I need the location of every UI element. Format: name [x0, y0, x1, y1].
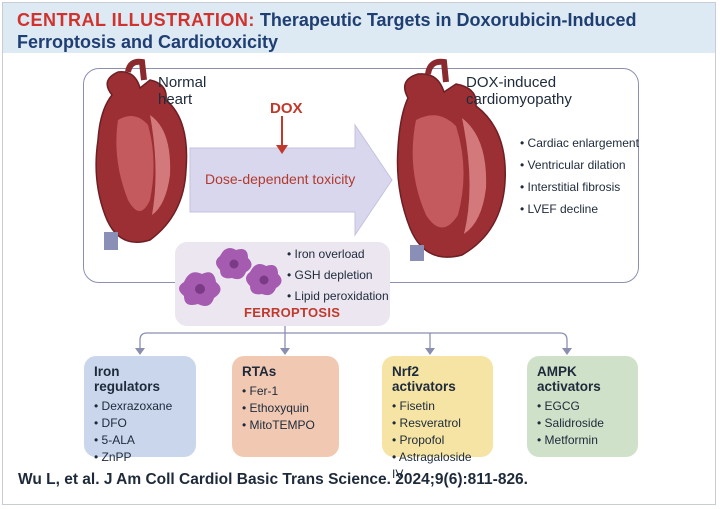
target-list: Dexrazoxane DFO 5-ALA ZnPP: [94, 398, 186, 466]
figure-header: CENTRAL ILLUSTRATION: Therapeutic Target…: [3, 3, 715, 53]
figure-title-line2: Ferroptosis and Cardiotoxicity: [17, 32, 279, 52]
target-item: Dexrazoxane: [94, 398, 186, 415]
dose-arrow-label: Dose-dependent toxicity: [205, 171, 356, 187]
target-item: ZnPP: [94, 449, 186, 466]
target-list: EGCG Salidroside Metformin: [537, 398, 628, 449]
dox-label-line1: DOX-induced: [466, 74, 557, 91]
target-item: Ethoxyquin: [242, 400, 329, 417]
normal-label-line2: heart: [158, 91, 193, 108]
target-item: Astragaloside IV: [392, 449, 483, 483]
target-item: Salidroside: [537, 415, 628, 432]
target-title: Nrf2 activators: [392, 364, 456, 394]
ferroptosis-features: Iron overload GSH depletion Lipid peroxi…: [287, 244, 389, 307]
figure-frame: [2, 2, 716, 505]
target-item: Propofol: [392, 432, 483, 449]
target-item: MitoTEMPO: [242, 417, 329, 434]
branch-connectors: [139, 326, 568, 350]
ferroptosis-label: FERROPTOSIS: [244, 305, 341, 320]
target-box-iron-regulators: Iron regulators Dexrazoxane DFO 5-ALA Zn…: [84, 356, 196, 464]
dox-cardiomyopathy-label: DOX-induced cardiomyopathy: [466, 74, 572, 108]
ferroptosis-item: Lipid peroxidation: [287, 286, 389, 307]
ferroptosis-item: GSH depletion: [287, 265, 389, 286]
target-title: AMPK activators: [537, 364, 601, 394]
title-text-1: Therapeutic Targets in Doxorubicin-Induc…: [259, 10, 637, 30]
dox-heart-icon: [396, 58, 506, 261]
target-title: RTAs: [242, 364, 277, 379]
target-list: Fisetin Resveratrol Propofol Astragalosi…: [392, 398, 483, 483]
target-box-nrf2-activators: Nrf2 activators Fisetin Resveratrol Prop…: [382, 356, 493, 481]
title-kicker: CENTRAL ILLUSTRATION:: [17, 10, 255, 30]
target-item: Fisetin: [392, 398, 483, 415]
outcome-item: Interstitial fibrosis: [520, 176, 639, 198]
outcome-item: Cardiac enlargement: [520, 132, 639, 154]
target-box-ampk-activators: AMPK activators EGCG Salidroside Metform…: [527, 356, 638, 457]
target-list: Fer-1 Ethoxyquin MitoTEMPO: [242, 383, 329, 434]
target-item: DFO: [94, 415, 186, 432]
ferroptotic-cells-icon-top: [179, 248, 282, 306]
target-item: EGCG: [537, 398, 628, 415]
figure-title-line1: CENTRAL ILLUSTRATION: Therapeutic Target…: [17, 10, 637, 31]
outcome-item: LVEF decline: [520, 198, 639, 220]
dox-arrow-head: [276, 145, 288, 154]
target-item: Fer-1: [242, 383, 329, 400]
dose-arrow: [189, 123, 393, 237]
normal-label-line1: Normal: [158, 74, 207, 91]
outcome-list: Cardiac enlargement Ventricular dilation…: [520, 132, 639, 220]
dox-label: DOX: [270, 100, 303, 117]
ferroptosis-item: Iron overload: [287, 244, 389, 265]
citation: Wu L, et al. J Am Coll Cardiol Basic Tra…: [18, 471, 528, 488]
target-item: 5-ALA: [94, 432, 186, 449]
normal-heart-label: Normal heart: [158, 74, 206, 108]
target-item: Metformin: [537, 432, 628, 449]
branch-arrowheads: [135, 348, 572, 355]
outcome-item: Ventricular dilation: [520, 154, 639, 176]
target-box-rtas: RTAs Fer-1 Ethoxyquin MitoTEMPO: [232, 356, 339, 457]
target-title: Iron regulators: [94, 364, 161, 394]
dox-label-line2: cardiomyopathy: [466, 91, 572, 108]
normal-heart-icon: [95, 58, 188, 250]
target-item: Resveratrol: [392, 415, 483, 432]
